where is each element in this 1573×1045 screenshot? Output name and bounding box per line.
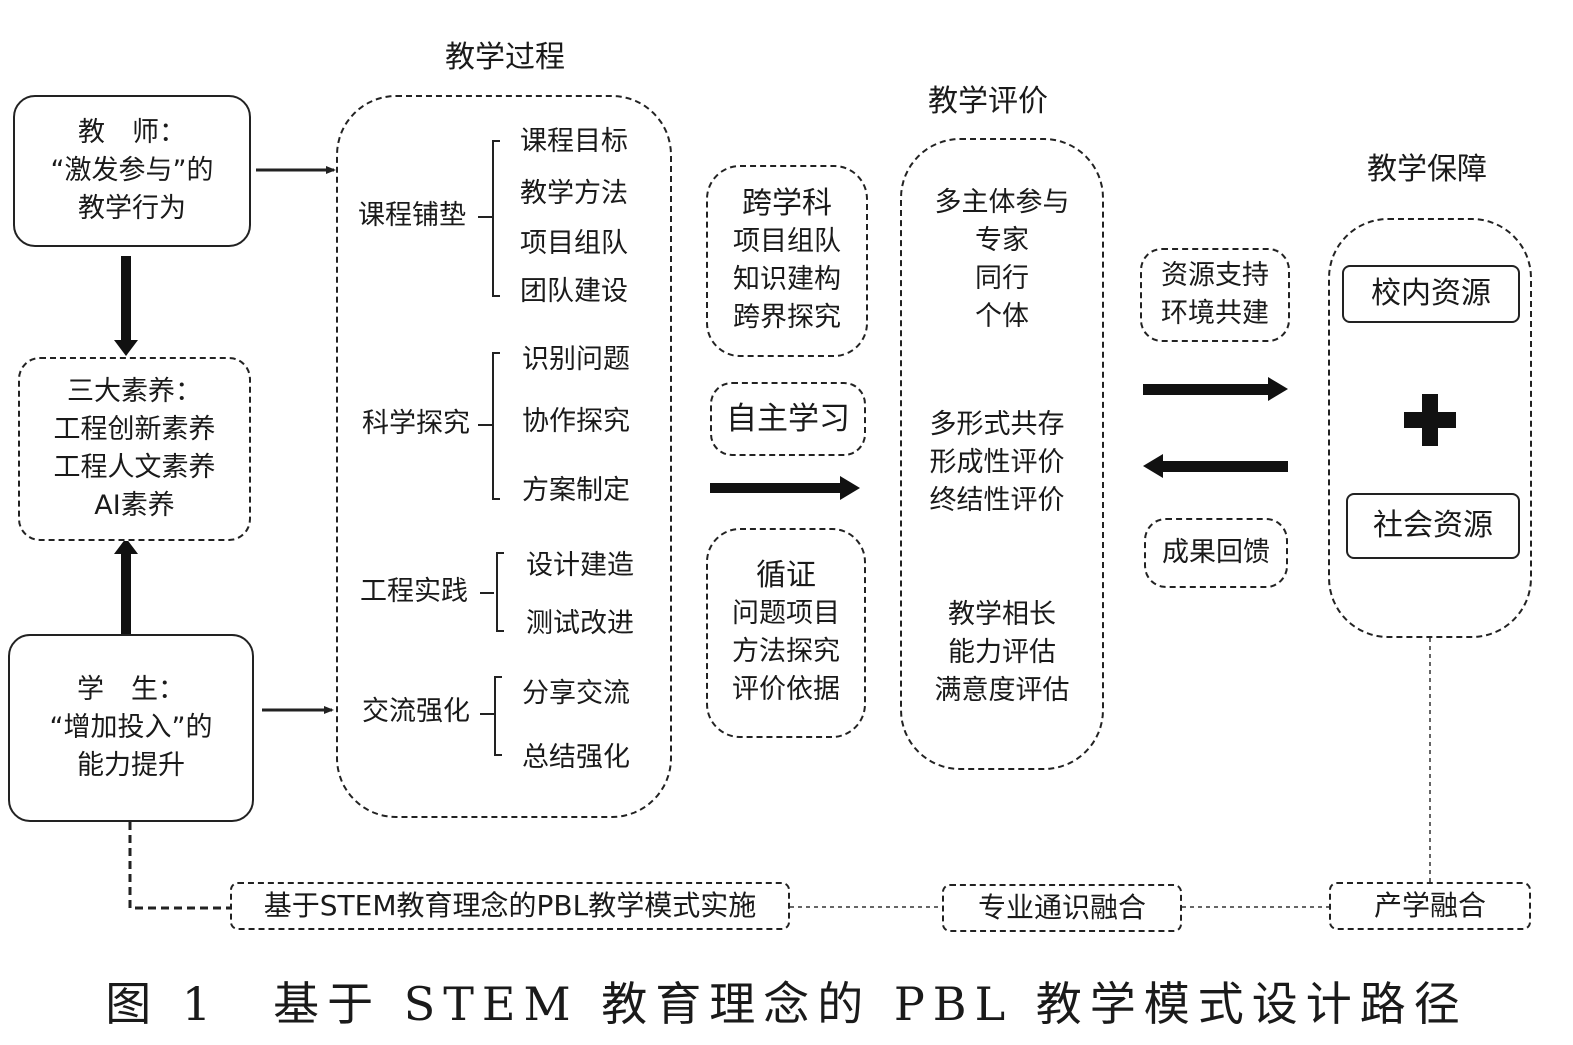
arrow-teacher-to-literacy-shaft: [121, 256, 131, 342]
self-learning-box: 自主学习: [710, 382, 866, 456]
student-line-3: 能力提升: [77, 750, 185, 781]
literacy-box: 三大素养： 工程创新素养 工程人文素养 AI素养: [18, 357, 251, 541]
fusion-label: 专业通识融合: [977, 891, 1146, 924]
evaluation-block-2: 多形式共存 形成性评价 终结性评价: [895, 406, 1099, 520]
plus-icon: [1404, 412, 1456, 428]
eval1-line-1: 多主体参与: [934, 187, 1070, 218]
eval2-line-1: 多形式共存: [929, 409, 1065, 440]
bracket-2: [492, 352, 500, 500]
eval1-line-3: 同行: [975, 263, 1029, 294]
evidence-line-2: 问题项目: [732, 598, 840, 629]
student-line-2: “增加投入”的: [49, 712, 213, 743]
evaluation-block-1: 多主体参与 专家 同行 个体: [900, 184, 1104, 336]
process-group-label-2: 科学探究: [362, 408, 470, 439]
cross-discipline-box: 跨学科 项目组队 知识建构 跨界探究: [706, 165, 868, 357]
student-box: 学 生： “增加投入”的 能力提升: [8, 634, 254, 822]
arrow-to-guarantee-shaft: [1143, 384, 1269, 395]
process-group-label-4: 交流强化: [362, 696, 470, 727]
arrow-middle-to-evaluation-shaft: [710, 483, 842, 493]
process-item-3-1: 设计建造: [526, 550, 634, 581]
process-box: [336, 95, 672, 818]
cross-line-2: 项目组队: [733, 226, 841, 257]
student-line-1: 学 生：: [77, 674, 185, 705]
evidence-line-3: 方法探究: [732, 636, 840, 667]
evidence-box: 循证 问题项目 方法探究 评价依据: [706, 528, 866, 738]
literacy-line-1: 三大素养：: [67, 376, 202, 407]
teacher-line-3: 教学行为: [78, 193, 186, 224]
literacy-line-4: AI素养: [94, 490, 175, 521]
bracket-1: [492, 140, 500, 297]
arrow-teacher-to-literacy-head: [114, 340, 138, 356]
process-item-1-3: 项目组队: [520, 228, 628, 259]
evidence-line-1: 循证: [756, 558, 816, 593]
society-resource-box: 社会资源: [1346, 493, 1520, 559]
literacy-line-2: 工程创新素养: [53, 414, 216, 445]
arrow-to-guarantee-head: [1268, 377, 1288, 401]
fusion-box: 专业通识融合: [942, 884, 1182, 932]
support-line-1: 资源支持: [1161, 260, 1269, 291]
eval1-line-2: 专家: [975, 225, 1029, 256]
bracket-tick-3: [480, 592, 494, 594]
industry-label: 产学融合: [1373, 889, 1486, 922]
cross-line-4: 跨界探究: [733, 302, 841, 333]
eval2-line-2: 形成性评价: [929, 447, 1065, 478]
process-item-2-2: 协作探究: [522, 406, 630, 437]
eval3-line-2: 能力评估: [948, 637, 1056, 668]
bracket-tick-2: [478, 424, 492, 426]
process-group-label-3: 工程实践: [360, 576, 468, 607]
process-item-1-1: 课程目标: [520, 126, 628, 157]
process-item-3-2: 测试改进: [526, 608, 634, 639]
process-item-1-4: 团队建设: [520, 276, 628, 307]
process-item-1-2: 教学方法: [520, 178, 628, 209]
eval2-line-3: 终结性评价: [929, 485, 1065, 516]
cross-line-3: 知识建构: [733, 264, 841, 295]
feedback-box: 成果回馈: [1144, 518, 1288, 588]
industry-box: 产学融合: [1329, 882, 1531, 930]
teacher-line-1: 教 师：: [78, 117, 186, 148]
eval3-line-1: 教学相长: [948, 599, 1056, 630]
arrow-from-guarantee-head: [1143, 454, 1163, 478]
arrow-from-guarantee-shaft: [1162, 461, 1288, 472]
arrow-middle-to-evaluation-head: [840, 476, 860, 500]
process-title: 教学过程: [445, 40, 565, 75]
figure-caption: 图 1 基于 STEM 教育理念的 PBL 教学模式设计路径: [105, 977, 1468, 1031]
school-resource-label: 校内资源: [1371, 276, 1491, 311]
bracket-3: [496, 552, 504, 632]
evidence-line-4: 评价依据: [732, 674, 840, 705]
process-item-2-1: 识别问题: [522, 344, 630, 375]
cross-line-1: 跨学科: [742, 186, 832, 221]
eval3-line-3: 满意度评估: [934, 675, 1070, 706]
teacher-line-2: “激发参与”的: [50, 155, 214, 186]
pbl-implementation-label: 基于STEM教育理念的PBL教学模式实施: [263, 889, 757, 922]
arrow-student-to-literacy-head: [114, 538, 138, 554]
guarantee-title: 教学保障: [1367, 152, 1487, 187]
resource-support-box: 资源支持 环境共建: [1140, 248, 1290, 342]
literacy-line-3: 工程人文素养: [53, 452, 216, 483]
bracket-tick-4: [480, 713, 494, 715]
self-learning-label: 自主学习: [726, 401, 850, 437]
eval1-line-4: 个体: [975, 301, 1029, 332]
society-resource-label: 社会资源: [1373, 508, 1493, 543]
evaluation-title: 教学评价: [928, 84, 1048, 119]
arrow-student-to-literacy-shaft: [121, 552, 131, 634]
evaluation-block-3: 教学相长 能力评估 满意度评估: [900, 596, 1104, 710]
dashed-student-to-pbl: [128, 822, 230, 910]
feedback-label: 成果回馈: [1162, 537, 1270, 568]
process-group-label-1: 课程铺垫: [358, 200, 466, 231]
process-item-4-2: 总结强化: [522, 742, 630, 773]
pbl-implementation-box: 基于STEM教育理念的PBL教学模式实施: [230, 882, 790, 930]
teacher-box: 教 师： “激发参与”的 教学行为: [13, 95, 251, 247]
bracket-4: [494, 676, 502, 756]
evaluation-box: [900, 138, 1104, 770]
support-line-2: 环境共建: [1161, 298, 1269, 329]
process-item-2-3: 方案制定: [522, 475, 630, 506]
process-item-4-1: 分享交流: [522, 678, 630, 709]
school-resource-box: 校内资源: [1342, 265, 1520, 323]
bracket-tick-1: [478, 216, 492, 218]
